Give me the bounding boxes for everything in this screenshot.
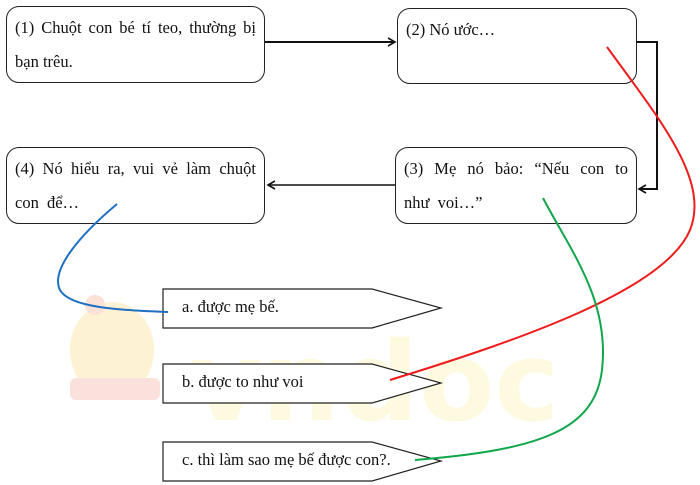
story-box-3-text: (3) Mẹ nó bảo: “Nếu con to như voi…” — [404, 159, 628, 212]
answer-box-c[interactable]: c. thì làm sao mẹ bế được con?. — [162, 441, 444, 482]
story-box-1: (1) Chuột con bé tí teo, thường bị bạn t… — [6, 6, 265, 83]
answer-box-b[interactable]: b. được to như voi — [162, 363, 444, 404]
story-box-1-text: (1) Chuột con bé tí teo, thường bị bạn t… — [15, 18, 256, 71]
mascot-icon — [70, 302, 154, 398]
story-box-4: (4) Nó hiểu ra, vui vẻ làm chuột con để… — [6, 147, 265, 224]
pentagon-shape-icon — [162, 441, 444, 482]
story-box-2: (2) Nó ước… — [397, 8, 637, 84]
answer-box-b-text: b. được to như voi — [182, 372, 304, 391]
story-box-4-text: (4) Nó hiểu ra, vui vẻ làm chuột con để… — [15, 159, 256, 212]
flow-arrow-2-to-3 — [637, 41, 658, 194]
answer-box-c-text: c. thì làm sao mẹ bế được con?. — [182, 450, 391, 469]
pentagon-shape-icon — [162, 363, 444, 404]
story-box-2-text: (2) Nó ước… — [406, 20, 496, 39]
answer-box-a-text: a. được mẹ bế. — [182, 297, 279, 316]
answer-box-a[interactable]: a. được mẹ bế. — [162, 288, 444, 329]
story-box-3: (3) Mẹ nó bảo: “Nếu con to như voi…” — [395, 147, 637, 224]
